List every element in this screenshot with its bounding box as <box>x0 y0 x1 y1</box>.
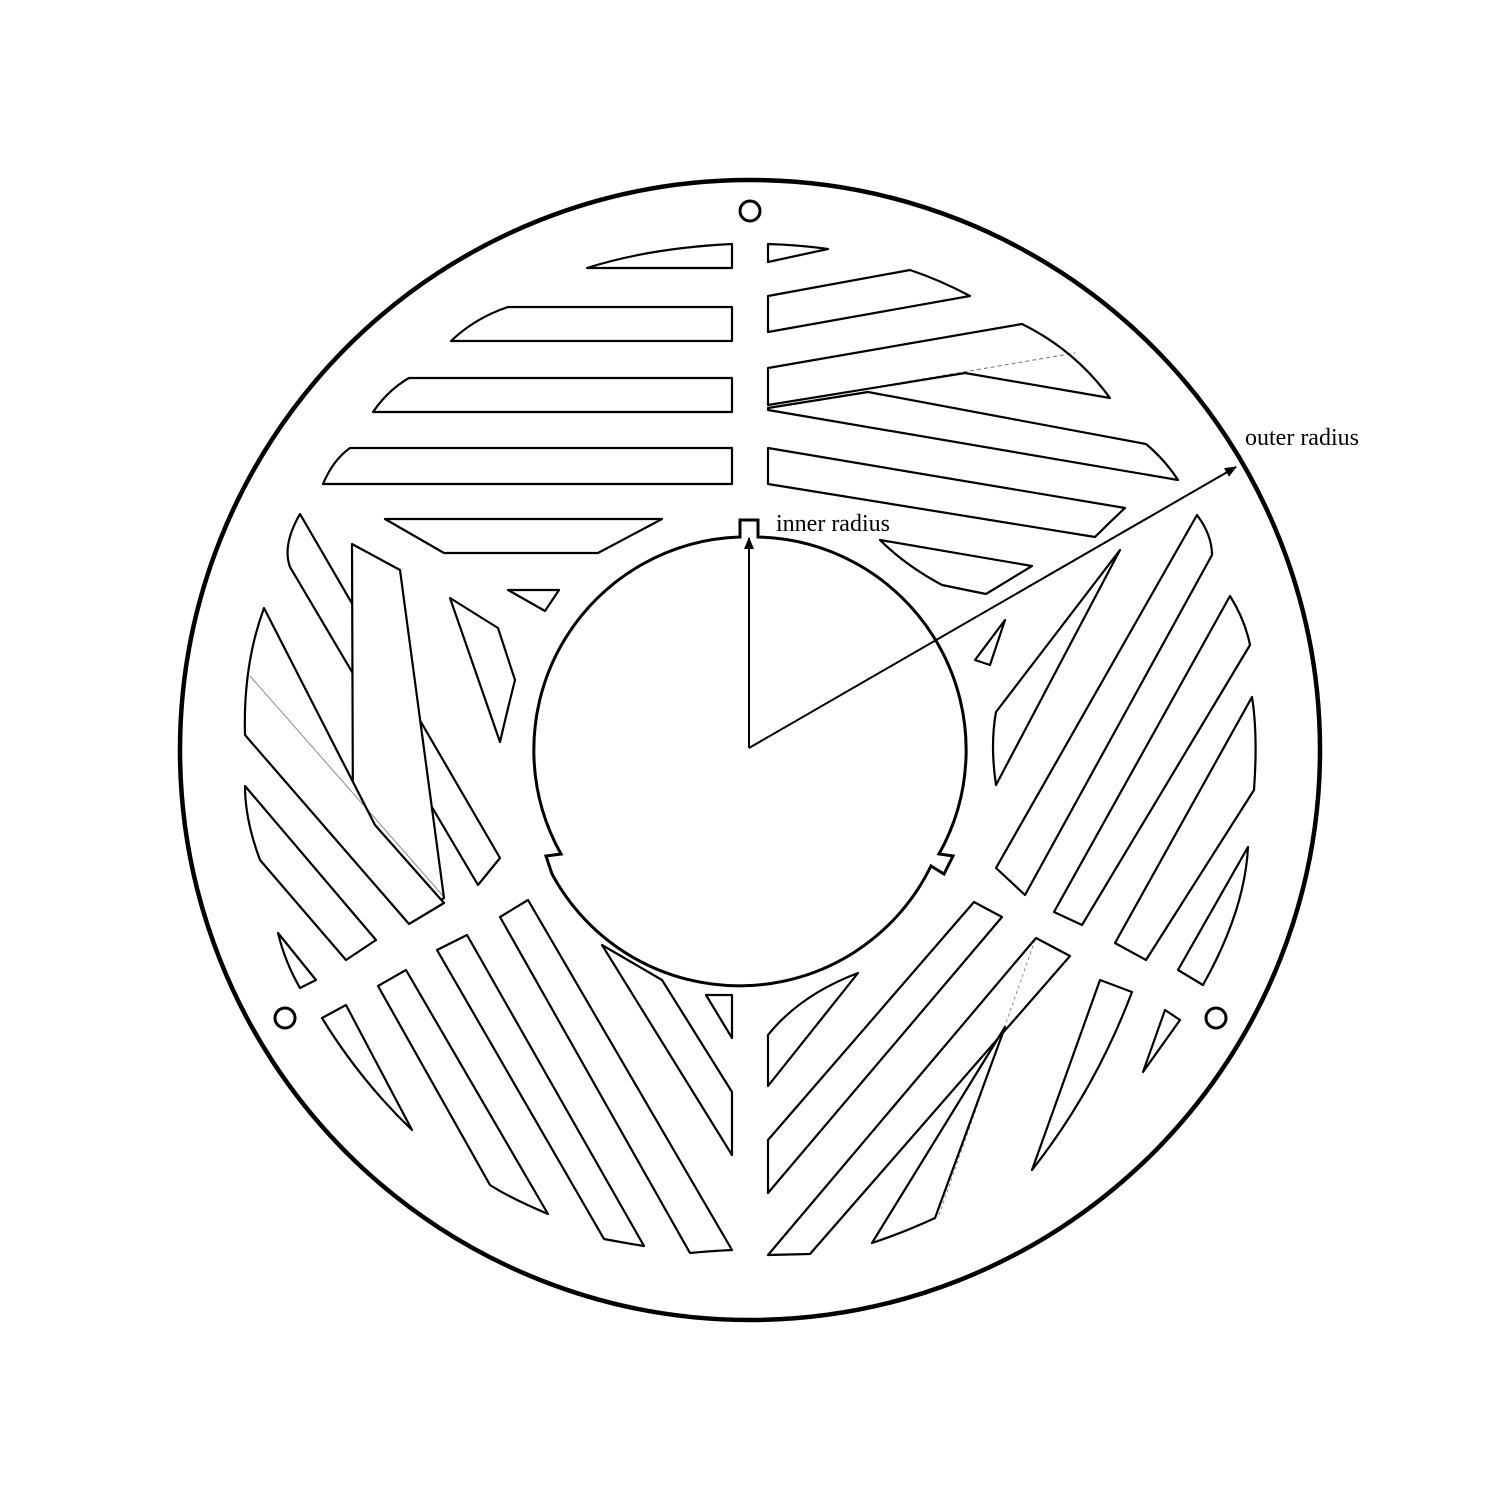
slot <box>704 993 734 1040</box>
slot <box>878 538 1034 596</box>
mounting-hole-right <box>1204 1006 1228 1030</box>
slots-right <box>973 513 1257 987</box>
center-hub <box>532 518 968 988</box>
slot <box>320 1003 414 1132</box>
slots-top-left <box>321 242 734 613</box>
slots-left <box>243 512 517 990</box>
slot <box>1176 845 1250 987</box>
slot <box>994 513 1214 897</box>
slot <box>376 968 550 1216</box>
slot <box>1141 1008 1182 1074</box>
slot <box>766 322 1112 407</box>
slot <box>973 618 1007 667</box>
slot <box>1113 695 1257 962</box>
outer-radius-label: outer radius <box>1245 425 1359 451</box>
slot <box>448 596 517 744</box>
outer-radius-arrow <box>748 466 1237 749</box>
slot <box>766 936 1072 1257</box>
slot <box>321 446 734 486</box>
slot <box>276 931 318 990</box>
mounting-hole-top <box>738 199 762 223</box>
mounting-hole-left <box>273 1006 297 1030</box>
slot <box>766 242 830 264</box>
slot <box>371 376 734 414</box>
slot <box>1052 594 1252 927</box>
slots-top-right <box>766 242 1180 596</box>
slot <box>435 933 646 1248</box>
slot <box>766 390 1180 482</box>
seam-lines <box>249 352 1076 1219</box>
slot <box>766 900 1004 1195</box>
slot <box>243 606 446 926</box>
slot <box>383 517 664 555</box>
slot <box>585 242 734 270</box>
slot <box>243 784 378 962</box>
slot <box>766 268 972 334</box>
slot <box>498 898 734 1255</box>
slot <box>600 943 734 1157</box>
slot <box>766 971 860 1088</box>
inner-radius-label: inner radius <box>776 511 890 537</box>
slot <box>449 305 734 343</box>
slot <box>870 1025 1007 1245</box>
slot <box>991 548 1122 787</box>
slots-bottom-right <box>766 900 1182 1257</box>
slot <box>766 446 1127 539</box>
slot <box>1030 978 1134 1172</box>
slots-bottom-left <box>320 898 734 1255</box>
slot <box>506 588 561 613</box>
